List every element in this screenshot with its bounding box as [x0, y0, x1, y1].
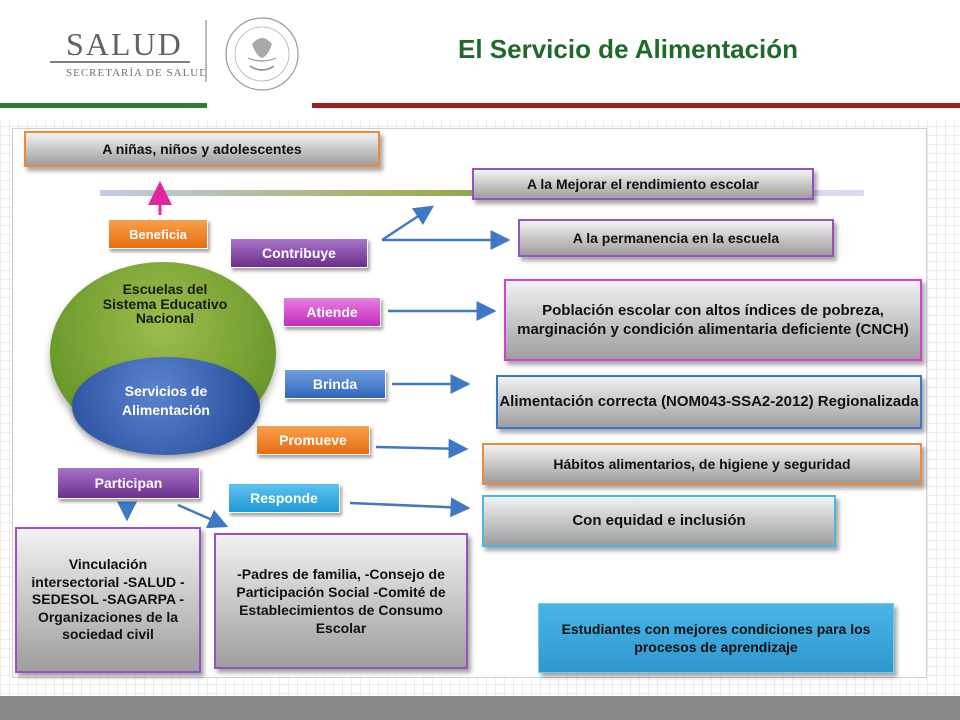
- header: [0, 0, 960, 120]
- outcome-permanencia-box: A la permanencia en la escuela: [518, 219, 834, 257]
- footer-band: [0, 696, 960, 720]
- outcome-habitos-box: Hábitos alimentarios, de higiene y segur…: [482, 443, 922, 485]
- verb-participan-label: Participan: [57, 467, 200, 499]
- verb-contribuye-label: Contribuye: [230, 238, 368, 268]
- verb-brinda-label: Brinda: [284, 369, 386, 399]
- participantes-box: -Padres de familia, -Consejo de Particip…: [214, 533, 468, 669]
- verb-atiende-label: Atiende: [283, 297, 381, 327]
- vinculacion-box: Vinculación intersectorial -SALUD -SEDES…: [15, 527, 201, 673]
- outcome-equidad-box: Con equidad e inclusión: [482, 495, 836, 547]
- arrow-participan-padres: [177, 503, 229, 529]
- page-title: El Servicio de Alimentación: [458, 34, 799, 64]
- arrow-responde: [349, 497, 471, 518]
- arrow-promueve: [375, 438, 469, 459]
- logo-secretaria: SECRETARÍA DE SALUD: [66, 67, 209, 79]
- logo-rule: [50, 61, 190, 63]
- outcome-alimentacion-box: Alimentación correcta (NOM043-SSA2-2012)…: [496, 375, 922, 429]
- logo-salud: SALUD: [66, 26, 183, 62]
- verb-beneficia-label: Beneficia: [108, 219, 208, 249]
- header-bar-green: [0, 103, 207, 108]
- verb-promueve-label: Promueve: [256, 425, 370, 455]
- escuelas-label: Escuelas del Sistema Educativo Nacional: [102, 281, 228, 327]
- logo-divider: [205, 20, 207, 82]
- circle-servicios: [72, 357, 260, 455]
- outcome-poblacion-box: Población escolar con altos índices de p…: [504, 279, 922, 361]
- target-ninos-box: A niñas, niños y adolescentes: [24, 131, 380, 167]
- servicios-label: Servicios de Alimentación: [122, 383, 210, 418]
- national-seal-icon: [225, 17, 299, 91]
- verb-responde-label: Responde: [228, 483, 340, 513]
- header-bar-red: [312, 103, 960, 108]
- outcome-rendimiento-box: A la Mejorar el rendimiento escolar: [472, 168, 814, 200]
- arrow-contribuye-rendimiento: [381, 205, 435, 242]
- final-result-box: Estudiantes con mejores condiciones para…: [538, 603, 894, 673]
